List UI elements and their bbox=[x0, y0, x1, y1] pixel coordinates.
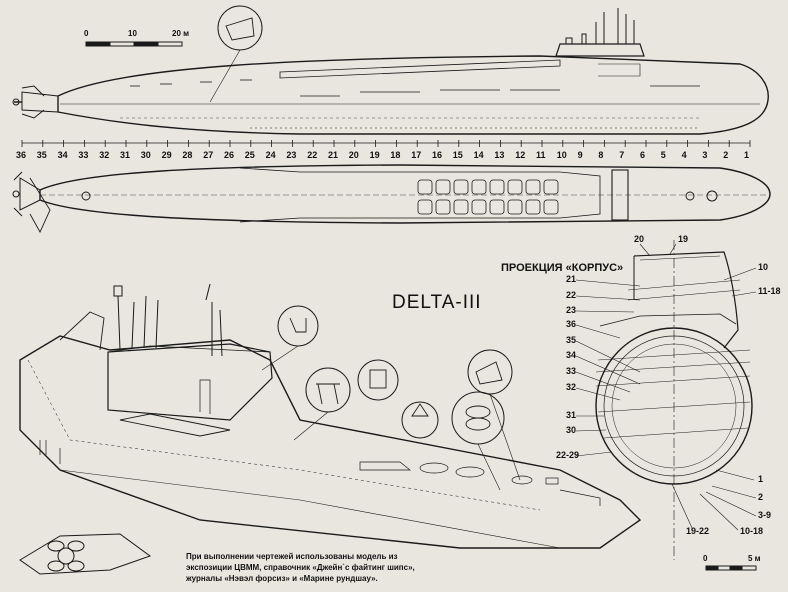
station-number: 14 bbox=[473, 150, 484, 160]
station-number: 9 bbox=[577, 150, 583, 160]
station-ticks bbox=[21, 140, 751, 147]
scale-top-label: 10 bbox=[128, 29, 137, 38]
missile-tube-hatches bbox=[417, 179, 559, 215]
section-label: 32 bbox=[566, 382, 577, 392]
station-number: 19 bbox=[369, 150, 380, 160]
missile-hatch bbox=[507, 199, 523, 215]
section-label: 35 bbox=[566, 335, 577, 345]
station-number: 34 bbox=[57, 150, 68, 160]
missile-hatch bbox=[525, 179, 541, 195]
section-label: 30 bbox=[566, 425, 577, 435]
section-label: 22 bbox=[566, 290, 577, 300]
missile-hatch bbox=[435, 179, 451, 195]
station-number: 20 bbox=[348, 150, 359, 160]
section-label: 19-22 bbox=[686, 526, 710, 536]
station-number: 2 bbox=[723, 150, 729, 160]
scale-bar-top bbox=[85, 41, 183, 47]
missile-hatch bbox=[435, 199, 451, 215]
section-label: 10 bbox=[758, 262, 769, 272]
station-number: 29 bbox=[161, 150, 172, 160]
missile-hatch bbox=[489, 179, 505, 195]
station-number: 16 bbox=[432, 150, 443, 160]
station-number: 31 bbox=[120, 150, 131, 160]
section-label: 1 bbox=[758, 474, 764, 484]
station-number: 10 bbox=[556, 150, 567, 160]
perspective-view bbox=[19, 5, 642, 549]
station-number: 18 bbox=[390, 150, 401, 160]
missile-hatch bbox=[525, 199, 541, 215]
station-number: 23 bbox=[286, 150, 297, 160]
station-number: 3 bbox=[702, 150, 708, 160]
station-number: 25 bbox=[244, 150, 255, 160]
station-number: 33 bbox=[78, 150, 89, 160]
section-label: 34 bbox=[566, 350, 577, 360]
missile-hatch bbox=[543, 199, 559, 215]
station-number: 15 bbox=[452, 150, 463, 160]
station-number: 6 bbox=[640, 150, 646, 160]
section-view bbox=[575, 240, 757, 560]
section-label: 20 bbox=[634, 234, 645, 244]
section-label: 22-29 bbox=[556, 450, 580, 460]
station-number: 12 bbox=[515, 150, 526, 160]
station-number: 32 bbox=[99, 150, 110, 160]
station-number: 27 bbox=[203, 150, 214, 160]
missile-hatch bbox=[507, 179, 523, 195]
missile-hatch bbox=[471, 179, 487, 195]
plan-view-hull bbox=[12, 164, 771, 233]
station-number: 28 bbox=[182, 150, 193, 160]
scale-bar-bottom bbox=[705, 565, 757, 571]
missile-hatch bbox=[453, 179, 469, 195]
station-number: 21 bbox=[328, 150, 339, 160]
sources-caption: При выполнении чертежей использованы мод… bbox=[186, 551, 456, 584]
section-label: 19 bbox=[678, 234, 689, 244]
section-label: 33 bbox=[566, 366, 577, 376]
station-number: 7 bbox=[619, 150, 625, 160]
missile-hatch bbox=[543, 179, 559, 195]
scale-bottom-label: 0 bbox=[703, 554, 708, 563]
caption-line: журналы «Нэвэл форсиз» и «Марине рундшау… bbox=[186, 574, 378, 583]
station-number: 5 bbox=[660, 150, 666, 160]
drawing-title: DELTA-III bbox=[392, 292, 482, 313]
station-number: 22 bbox=[307, 150, 318, 160]
station-number: 8 bbox=[598, 150, 604, 160]
section-label: 31 bbox=[566, 410, 577, 420]
missile-hatch bbox=[453, 199, 469, 215]
section-label: 10-18 bbox=[740, 526, 764, 536]
scale-top-label: 20 м bbox=[172, 29, 190, 38]
missile-hatch bbox=[417, 179, 433, 195]
section-label: 3-9 bbox=[758, 510, 772, 520]
scale-bottom-label: 5 м bbox=[748, 554, 761, 563]
station-number: 13 bbox=[494, 150, 505, 160]
section-label: 11-18 bbox=[758, 286, 781, 296]
missile-hatch bbox=[471, 199, 487, 215]
station-number: 11 bbox=[536, 150, 546, 160]
section-label: 23 bbox=[566, 305, 577, 315]
missile-hatch bbox=[489, 199, 505, 215]
station-number: 35 bbox=[36, 150, 47, 160]
station-number: 26 bbox=[224, 150, 235, 160]
side-view-hull bbox=[12, 8, 769, 135]
section-label: 21 bbox=[566, 274, 577, 284]
scale-top-label: 0 bbox=[84, 29, 89, 38]
section-label: 36 bbox=[566, 319, 577, 329]
missile-hatch bbox=[417, 199, 433, 215]
station-number: 36 bbox=[16, 150, 27, 160]
station-number: 17 bbox=[411, 150, 422, 160]
station-number: 30 bbox=[140, 150, 151, 160]
station-number: 4 bbox=[681, 150, 687, 160]
station-number: 24 bbox=[265, 150, 276, 160]
station-number: 1 bbox=[744, 150, 750, 160]
flower-doodle bbox=[19, 533, 152, 575]
caption-line: экспозиции ЦВММ, справочник «Джейн`с фай… bbox=[186, 563, 415, 572]
section-label: 2 bbox=[758, 492, 764, 502]
section-projection-title: ПРОЕКЦИЯ «КОРПУС» bbox=[501, 262, 624, 274]
caption-line: При выполнении чертежей использованы мод… bbox=[186, 552, 398, 561]
